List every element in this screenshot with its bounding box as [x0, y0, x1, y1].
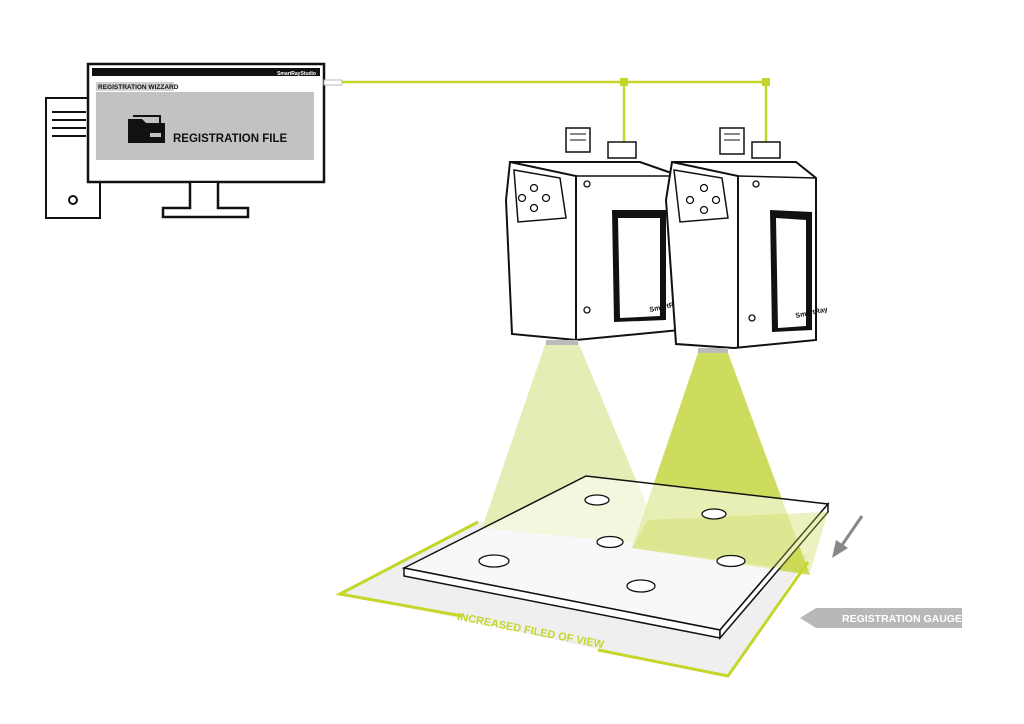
registration-file-label: REGISTRATION FILE [173, 133, 287, 145]
laser-sensor-2: SmartRay [664, 127, 828, 353]
connection-cables [323, 78, 770, 150]
registration-gauge-callout: REGISTRATION GAUGE [800, 608, 962, 628]
registration-gauge-plate [401, 475, 830, 641]
laser-sensor-1: SmartRay [504, 127, 682, 345]
registration-gauge-label: REGISTRATION GAUGE [842, 613, 962, 625]
increased-fov-bracket [335, 520, 810, 678]
wizard-title: REGISTRATION WIZZARD [98, 84, 179, 91]
app-title: SmartRayStudio [277, 71, 316, 77]
monitor: SmartRayStudio REGISTRATION WIZZARD REGI… [86, 62, 326, 219]
arrow-icon [832, 515, 864, 558]
folder-icon [128, 115, 165, 143]
